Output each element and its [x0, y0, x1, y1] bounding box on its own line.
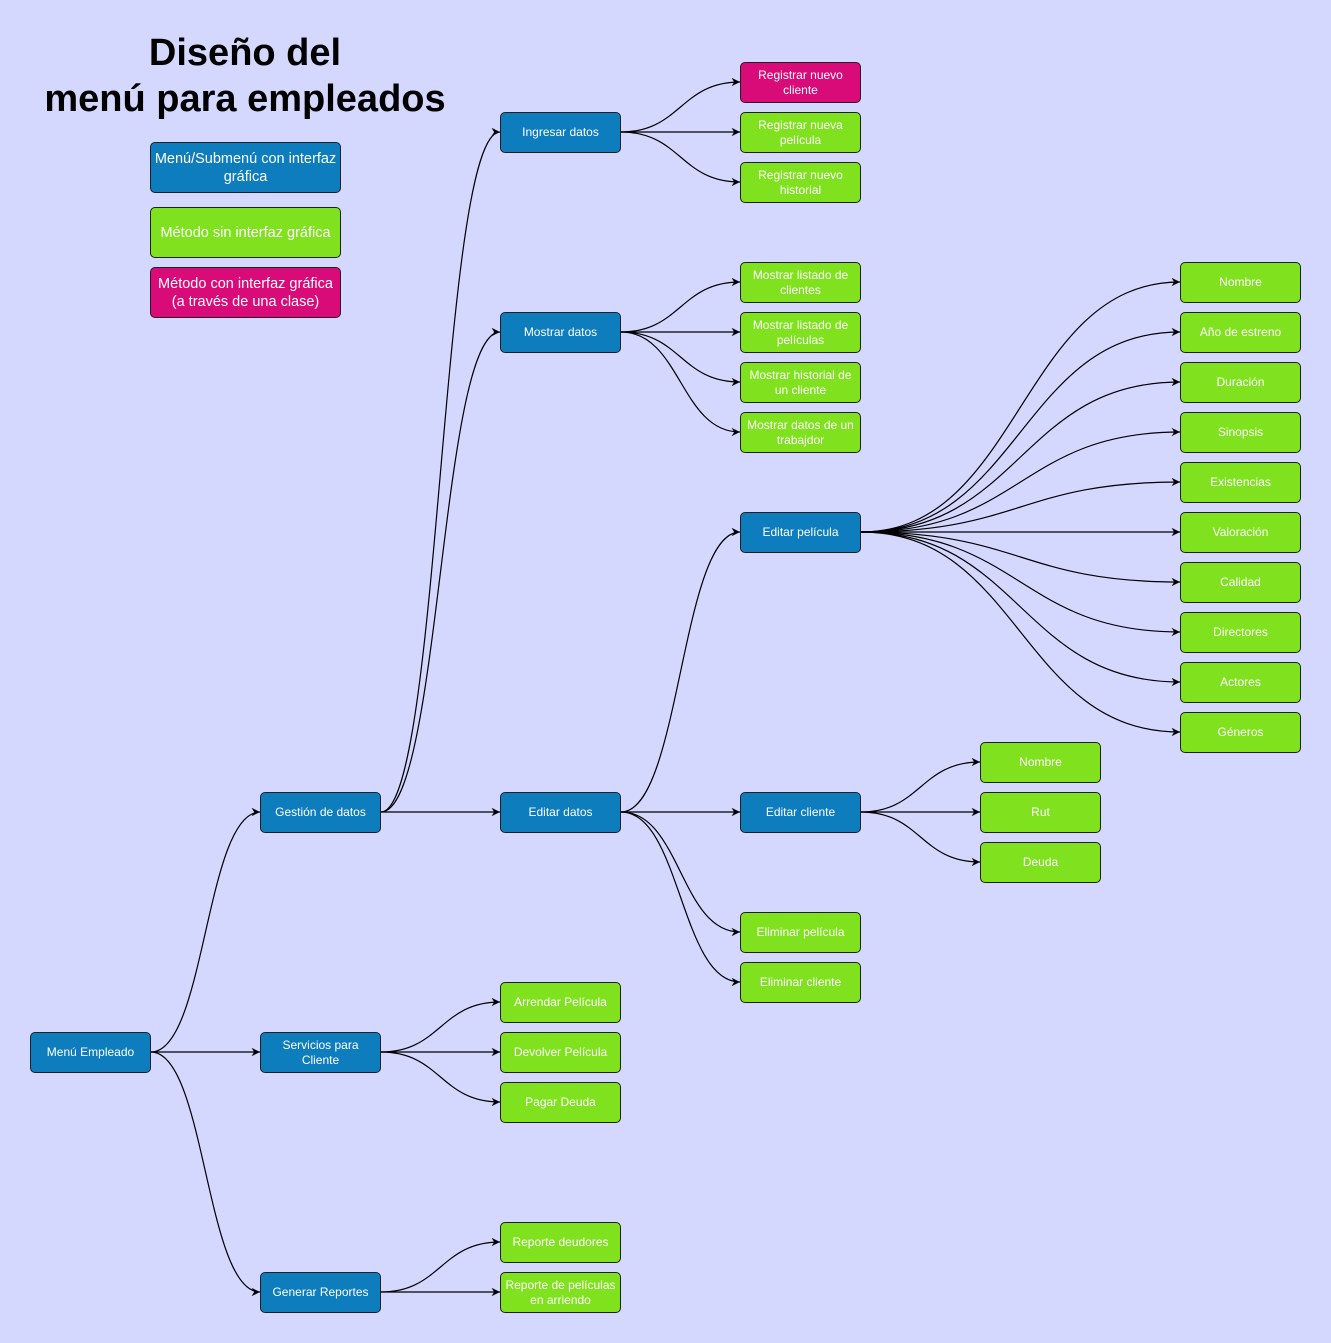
connector-arrow	[380, 127, 501, 813]
node-pelicula-duracion[interactable]: Duración	[1180, 362, 1301, 403]
connector-arrow	[380, 1237, 501, 1293]
page-title: Diseño del menú para empleados	[20, 30, 470, 122]
node-pelicula-directores[interactable]: Directores	[1180, 612, 1301, 653]
node-editar-cliente[interactable]: Editar cliente	[740, 792, 861, 833]
connector-arrow	[860, 531, 1181, 737]
node-pelicula-nombre[interactable]: Nombre	[1180, 262, 1301, 303]
connector-arrow	[150, 807, 261, 1053]
node-datos-trabajador[interactable]: Mostrar datos de un trabajdor	[740, 412, 861, 453]
node-cliente-deuda[interactable]: Deuda	[980, 842, 1101, 883]
connector-arrow	[860, 757, 981, 813]
node-reporte-arriendo[interactable]: Reporte de películas en arriendo	[500, 1272, 621, 1313]
node-eliminar-pelicula[interactable]: Eliminar película	[740, 912, 861, 953]
node-registrar-historial[interactable]: Registrar nuevo historial	[740, 162, 861, 203]
node-listado-peliculas[interactable]: Mostrar listado de películas	[740, 312, 861, 353]
node-eliminar-cliente[interactable]: Eliminar cliente	[740, 962, 861, 1003]
connector-arrow	[620, 331, 741, 437]
node-pelicula-anio[interactable]: Año de estreno	[1180, 312, 1301, 353]
connector-arrow	[620, 331, 741, 387]
legend-method-gui: Método con interfaz gráfica (a través de…	[150, 267, 341, 318]
connector-arrow	[380, 997, 501, 1053]
node-mostrar-datos[interactable]: Mostrar datos	[500, 312, 621, 353]
connector-arrow	[150, 1051, 261, 1297]
connector-arrow	[620, 527, 741, 813]
node-ingresar-datos[interactable]: Ingresar datos	[500, 112, 621, 153]
node-pelicula-actores[interactable]: Actores	[1180, 662, 1301, 703]
connector-arrow	[860, 427, 1181, 533]
node-reporte-deudores[interactable]: Reporte deudores	[500, 1222, 621, 1263]
connector-arrow	[860, 531, 1181, 637]
node-menu-empleado[interactable]: Menú Empleado	[30, 1032, 151, 1073]
connector-arrow	[620, 131, 741, 187]
node-pelicula-existencias[interactable]: Existencias	[1180, 462, 1301, 503]
title-line-2: menú para empleados	[44, 78, 446, 120]
connector-arrow	[860, 531, 1181, 587]
title-line-1: Diseño del	[148, 32, 342, 74]
node-registrar-cliente[interactable]: Registrar nuevo cliente	[740, 62, 861, 103]
node-editar-pelicula[interactable]: Editar película	[740, 512, 861, 553]
node-cliente-rut[interactable]: Rut	[980, 792, 1101, 833]
connector-arrow	[860, 277, 1181, 533]
node-devolver-pelicula[interactable]: Devolver Película	[500, 1032, 621, 1073]
node-pelicula-valoracion[interactable]: Valoración	[1180, 512, 1301, 553]
connector-arrow	[620, 811, 741, 937]
connector-arrow	[620, 277, 741, 333]
connector-arrow	[380, 1051, 501, 1107]
node-gestion-datos[interactable]: Gestión de datos	[260, 792, 381, 833]
node-pagar-deuda[interactable]: Pagar Deuda	[500, 1082, 621, 1123]
node-registrar-pelicula[interactable]: Registrar nueva película	[740, 112, 861, 153]
node-pelicula-generos[interactable]: Géneros	[1180, 712, 1301, 753]
node-arrendar-pelicula[interactable]: Arrendar Película	[500, 982, 621, 1023]
node-servicios-cliente[interactable]: Servicios para Cliente	[260, 1032, 381, 1073]
node-pelicula-calidad[interactable]: Calidad	[1180, 562, 1301, 603]
node-pelicula-sinopsis[interactable]: Sinopsis	[1180, 412, 1301, 453]
connector-arrow	[860, 811, 981, 867]
legend-submenu: Menú/Submenú con interfaz gráfica	[150, 142, 341, 193]
connector-arrow	[860, 327, 1181, 533]
node-editar-datos[interactable]: Editar datos	[500, 792, 621, 833]
node-generar-reportes[interactable]: Generar Reportes	[260, 1272, 381, 1313]
connector-arrow	[620, 77, 741, 133]
legend-method-no-gui: Método sin interfaz gráfica	[150, 207, 341, 258]
node-cliente-nombre[interactable]: Nombre	[980, 742, 1101, 783]
node-listado-clientes[interactable]: Mostrar listado de clientes	[740, 262, 861, 303]
connector-arrow	[380, 327, 501, 813]
connector-arrow	[860, 477, 1181, 533]
connector-arrow	[860, 377, 1181, 533]
connector-arrow	[860, 531, 1181, 687]
node-historial-cliente[interactable]: Mostrar historial de un cliente	[740, 362, 861, 403]
connector-arrow	[620, 811, 741, 987]
